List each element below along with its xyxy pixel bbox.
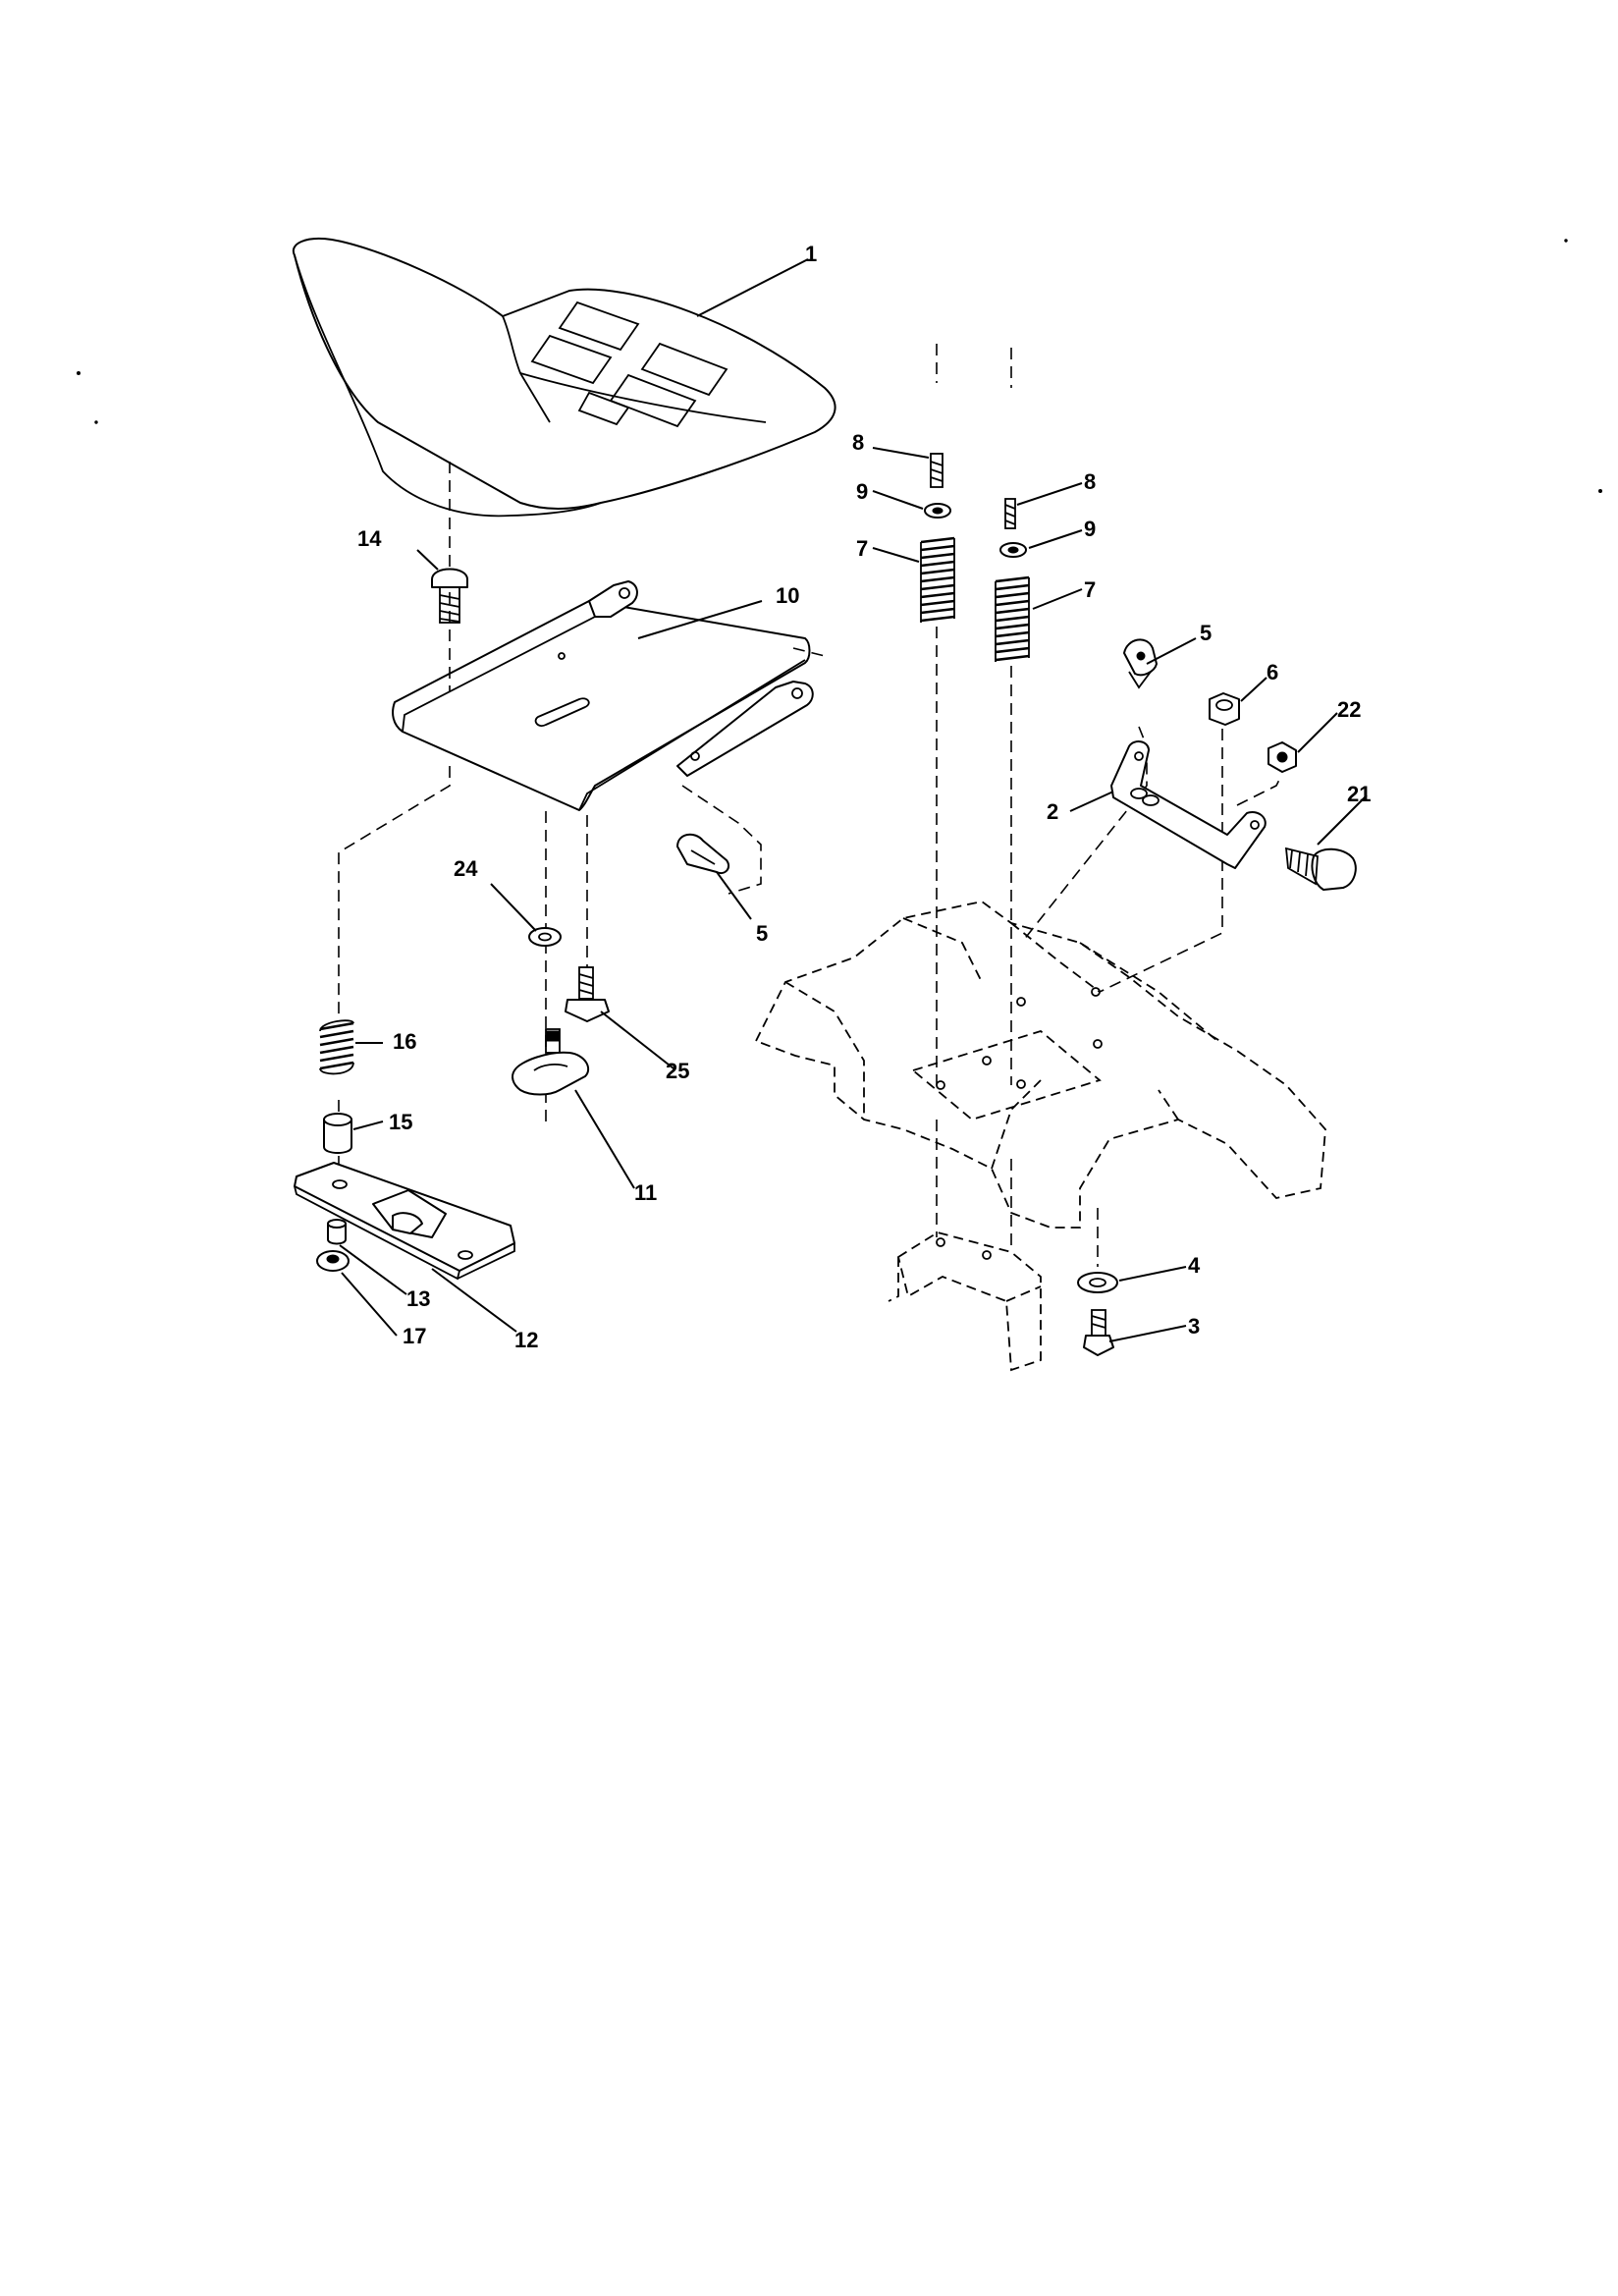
callout-1: 1 bbox=[805, 242, 817, 266]
spacer-15 bbox=[323, 1113, 352, 1154]
callout-17: 17 bbox=[403, 1324, 426, 1348]
callout-7-right: 7 bbox=[1084, 577, 1096, 602]
callout-6: 6 bbox=[1267, 660, 1278, 684]
callout-22: 22 bbox=[1337, 697, 1361, 722]
callout-3: 3 bbox=[1188, 1314, 1200, 1339]
washer-9-left bbox=[924, 503, 951, 519]
shoulder-bolt-21 bbox=[1284, 847, 1357, 891]
washer-9-right bbox=[999, 542, 1027, 558]
spring-7-left bbox=[920, 536, 955, 623]
spring-7-right bbox=[995, 575, 1030, 662]
callout-4: 4 bbox=[1188, 1253, 1201, 1278]
leader-lines bbox=[339, 258, 1368, 1342]
seat-pan-part bbox=[392, 580, 814, 811]
callout-13: 13 bbox=[406, 1286, 430, 1311]
callout-11: 11 bbox=[634, 1180, 657, 1205]
nut-6 bbox=[1209, 692, 1240, 726]
washer-24 bbox=[528, 927, 562, 947]
nut-22 bbox=[1267, 741, 1297, 773]
callout-9-left: 9 bbox=[856, 479, 868, 504]
callout-16: 16 bbox=[393, 1029, 416, 1054]
callout-8-left: 8 bbox=[852, 430, 864, 455]
screw-8-right bbox=[1004, 498, 1016, 529]
clip-5-lower bbox=[676, 833, 730, 874]
shoulder-screw-25 bbox=[565, 966, 610, 1022]
callout-21: 21 bbox=[1347, 782, 1371, 806]
scan-specks bbox=[77, 239, 1602, 493]
seat-part bbox=[292, 238, 836, 518]
callout-7-left: 7 bbox=[856, 536, 868, 561]
callout-15: 15 bbox=[389, 1110, 412, 1134]
callout-25: 25 bbox=[666, 1059, 689, 1083]
callout-5-upper: 5 bbox=[1200, 621, 1212, 645]
callout-24: 24 bbox=[454, 856, 478, 881]
callout-5-lower: 5 bbox=[756, 921, 768, 946]
plate-12 bbox=[294, 1162, 515, 1281]
callout-labels: 1 2 3 4 5 5 6 7 7 8 8 9 9 10 11 12 13 14… bbox=[357, 242, 1371, 1352]
callout-12: 12 bbox=[514, 1328, 538, 1352]
callout-8-right: 8 bbox=[1084, 469, 1096, 494]
callout-2: 2 bbox=[1047, 799, 1058, 824]
bracket-2 bbox=[1110, 740, 1267, 869]
spring-16 bbox=[319, 1019, 354, 1075]
callout-10: 10 bbox=[776, 583, 799, 608]
nut-17 bbox=[316, 1250, 350, 1272]
washer-4 bbox=[1077, 1272, 1118, 1293]
assembly-centerlines bbox=[338, 344, 1282, 1267]
clip-5-upper bbox=[1123, 638, 1158, 689]
bolt-3 bbox=[1083, 1309, 1114, 1356]
callout-14: 14 bbox=[357, 526, 382, 551]
screw-8-left bbox=[930, 453, 944, 488]
bushing-13 bbox=[327, 1219, 347, 1245]
tractor-frame-phantom bbox=[754, 901, 1326, 1372]
carriage-bolt-14 bbox=[431, 568, 468, 624]
knob-11 bbox=[512, 1028, 590, 1096]
callout-9-right: 9 bbox=[1084, 517, 1096, 541]
